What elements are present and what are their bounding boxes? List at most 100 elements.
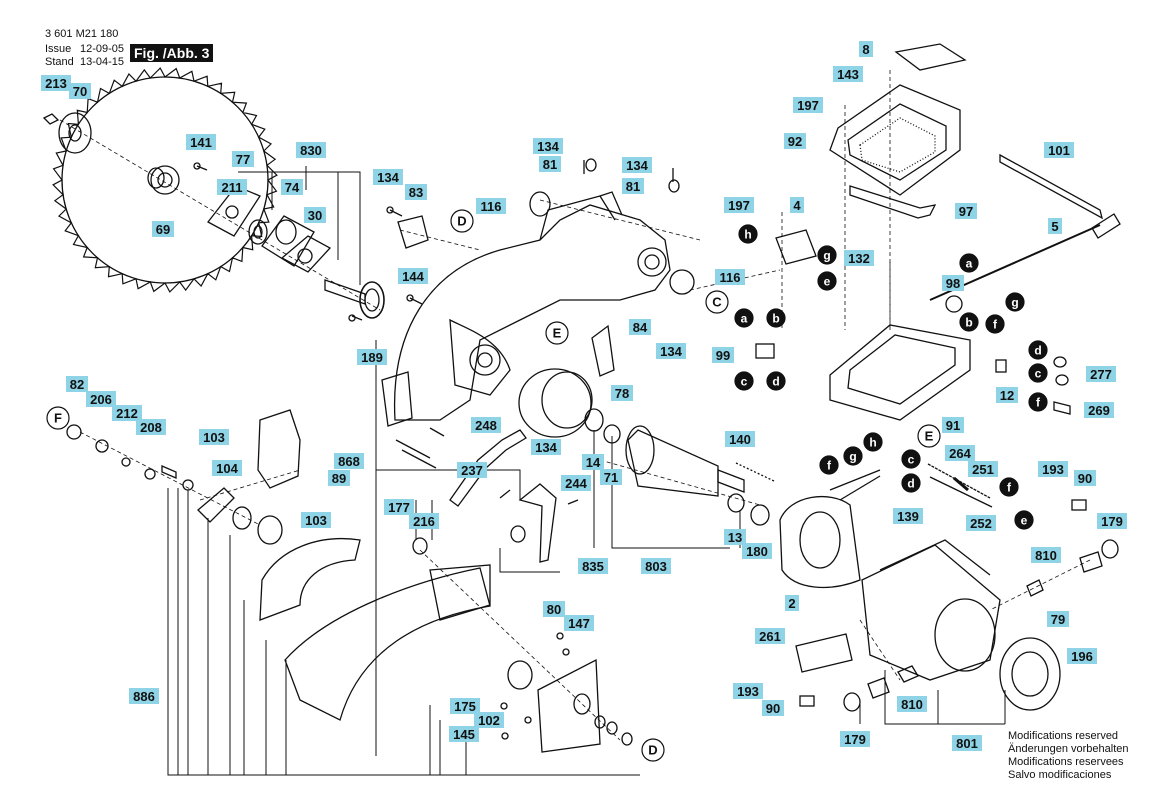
part-label-70: 70 [69,83,91,99]
part-label-text: 134 [377,170,399,185]
figure-title: Fig. /Abb. 3 [130,44,214,62]
view-reference-C: C [705,290,729,314]
part-label-text: 252 [970,516,992,531]
part-label-box [476,198,506,214]
part-label-103: 103 [199,429,229,445]
part-label-box [952,735,982,751]
part-label-text: 134 [537,139,559,154]
part-label-216: 216 [409,513,439,529]
part-label-text: 211 [222,180,243,195]
part-label-text: 98 [946,276,960,291]
flange-70 [42,112,92,154]
part-label-193: 193 [1038,461,1068,477]
part-label-84: 84 [629,319,651,335]
part-label-box [398,268,428,284]
part-label-text: 8 [862,42,869,57]
part-label-box [859,41,873,57]
part-label-134: 134 [533,138,563,154]
part-label-830: 830 [296,142,326,158]
part-label-212: 212 [112,405,142,421]
marker-letter: C [712,295,722,310]
part-label-text: 237 [461,463,483,478]
marker-letter: c [741,375,748,389]
part-label-text: 78 [615,386,629,401]
part-label-box [212,460,242,476]
part-label-box [755,628,785,644]
part-label-208: 208 [136,419,166,435]
part-label-179: 179 [840,731,870,747]
part-label-text: 99 [716,348,730,363]
part-label-text: 104 [216,461,238,476]
connector-marker-g: g [843,446,863,466]
marker-circle [959,312,979,332]
part-label-132: 132 [844,250,874,266]
part-label-text: 180 [746,544,768,559]
part-label-box [199,429,229,445]
part-label-text: 189 [361,350,383,365]
part-label-box [539,156,561,172]
part-label-box [409,513,439,529]
part-label-box [474,712,504,728]
part-label-text: 193 [737,684,759,699]
part-label-text: 803 [645,559,667,574]
part-label-text: 140 [729,432,751,447]
part-label-box [725,431,755,447]
part-label-box [897,696,927,712]
header-issue-label: Issue [45,43,72,55]
part-label-text: 71 [604,470,618,485]
marker-circle [450,209,474,233]
upper-housing [381,191,671,427]
part-label-box [1047,611,1069,627]
part-label-box [449,726,479,742]
part-label-text: 74 [285,180,300,195]
connector-marker-d: d [1028,340,1048,360]
part-label-box [844,250,874,266]
part-label-103: 103 [301,512,331,528]
part-label-801: 801 [952,735,982,751]
part-label-252: 252 [966,515,996,531]
part-label-139: 139 [893,508,923,524]
part-label-147: 147 [564,615,594,631]
part-label-text: 206 [90,392,112,407]
marker-letter: E [925,429,934,444]
part-label-810: 810 [1031,547,1061,563]
part-label-277: 277 [1086,366,1116,382]
connector-marker-b: b [766,308,786,328]
part-label-text: 134 [626,158,648,173]
part-label-text: 92 [788,134,802,149]
part-label-box [622,157,652,173]
marker-circle [1028,392,1048,412]
marker-letter: b [965,316,972,330]
part-label-box [66,376,88,392]
part-label-text: 116 [720,270,741,285]
part-label-text: 81 [626,179,640,194]
marker-letter: f [827,459,832,473]
marker-circle [901,473,921,493]
part-label-box [715,269,745,285]
part-label-193: 193 [733,683,763,699]
view-reference-D: D [641,738,665,762]
connector-marker-g: g [817,245,837,265]
marker-letter: h [744,228,751,242]
part-label-177: 177 [384,499,414,515]
marker-circle [999,477,1019,497]
part-label-box [996,387,1018,403]
part-label-134: 134 [656,343,686,359]
connector-marker-e: e [817,271,837,291]
marker-letter: f [1007,481,1012,495]
part-label-99: 99 [712,347,734,363]
part-label-text: 89 [332,471,346,486]
part-label-box [373,169,403,185]
marker-circle [641,738,665,762]
part-label-box [578,558,608,574]
part-label-box [152,221,174,237]
part-label-text: 197 [728,198,750,213]
part-label-82: 82 [66,376,88,392]
part-label-box [968,461,998,477]
part-label-box [86,391,116,407]
part-label-text: 277 [1090,367,1112,382]
part-label-261: 261 [755,628,785,644]
assembly-dashes [59,70,1091,741]
part-label-264: 264 [945,445,975,461]
part-label-box [1097,513,1127,529]
